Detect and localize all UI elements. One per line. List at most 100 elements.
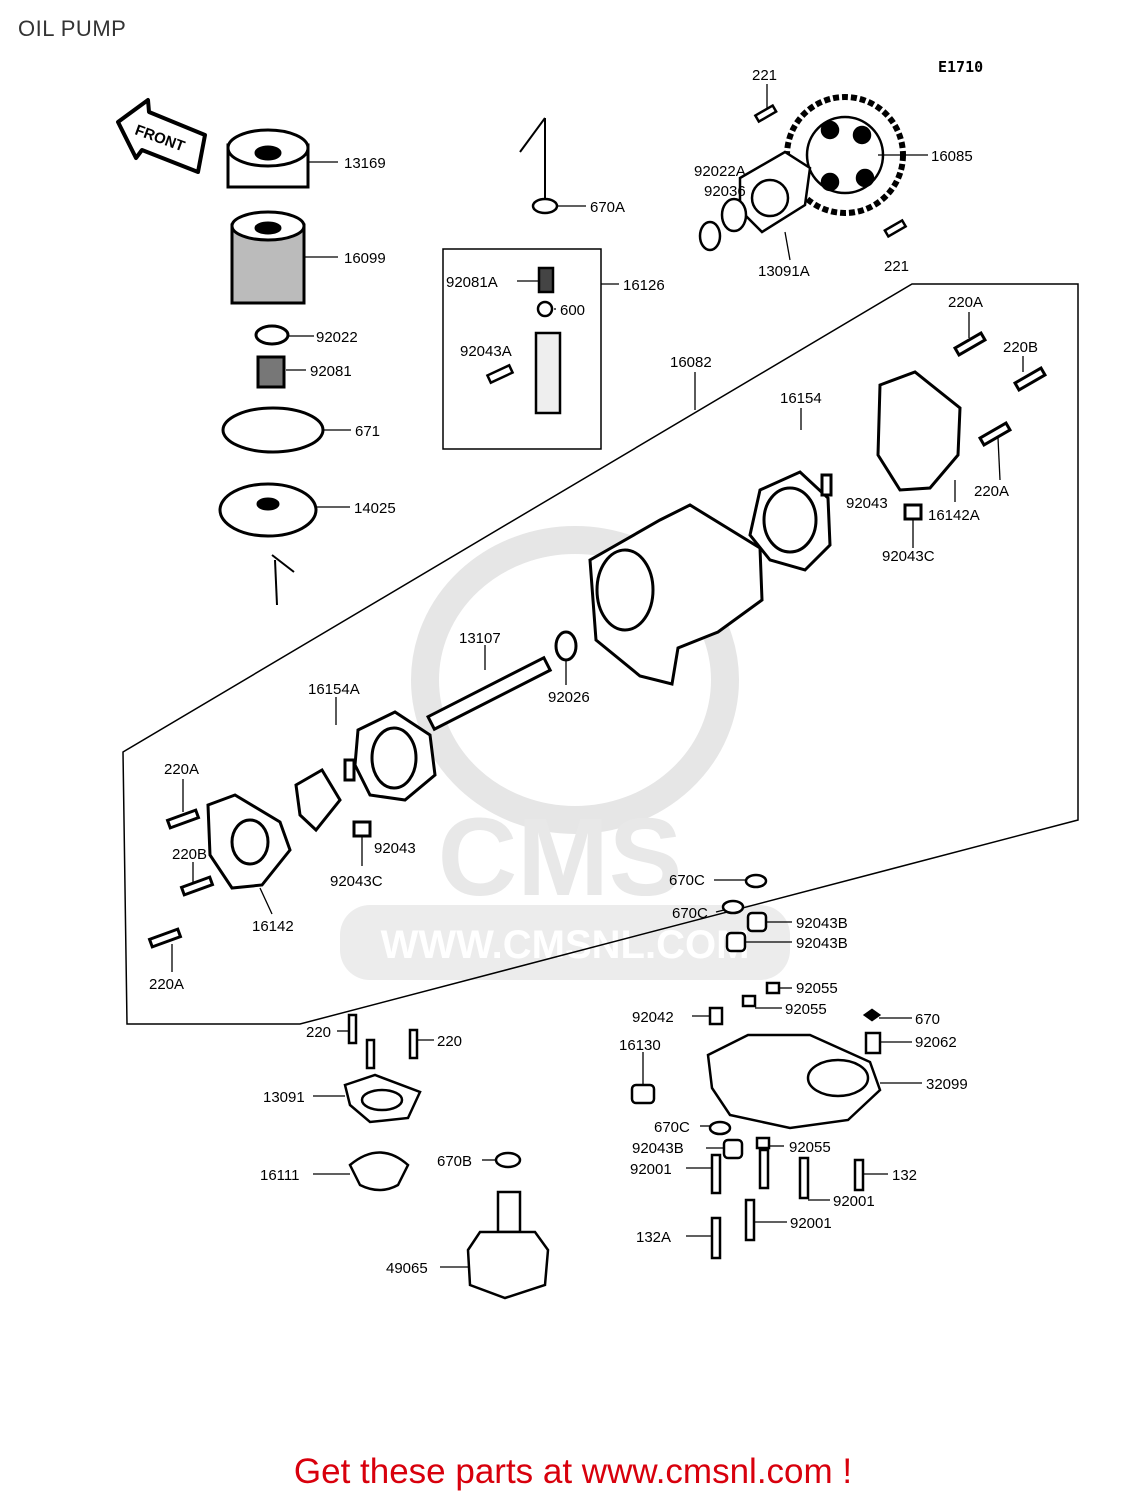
inner-rotor-16154A (294, 767, 342, 833)
watermark: CMS WWW.CMSNL.COM (340, 526, 790, 980)
washer-92022 (254, 324, 290, 346)
label-220A-leftbot: 220A (149, 976, 184, 993)
dowel-92043C-bot (352, 820, 372, 838)
label-14025: 14025 (354, 500, 396, 517)
label-670C-1: 670C (669, 872, 705, 889)
label-92055-1: 92055 (796, 980, 838, 997)
label-92043B-3: 92043B (632, 1140, 684, 1157)
label-92081: 92081 (310, 363, 352, 380)
washer-670A (531, 197, 559, 215)
front-arrow: FRONT (116, 98, 207, 174)
plate-13091-hole (360, 1088, 404, 1112)
lower-left-parts (343, 1013, 550, 1300)
label-32099: 32099 (926, 1076, 968, 1093)
bolt-220A-left (165, 808, 201, 830)
watermark-banner (340, 905, 790, 980)
fitting-16130 (630, 1083, 656, 1105)
filter-axis (271, 554, 295, 573)
label-132: 132 (892, 1167, 917, 1184)
label-92043-bot: 92043 (374, 840, 416, 857)
label-92042: 92042 (632, 1009, 674, 1026)
gear-hole-1 (820, 120, 840, 140)
pump-body-group (147, 330, 1048, 949)
strainer-16111 (348, 1151, 410, 1192)
label-16142A: 16142A (928, 507, 980, 524)
label-132A: 132A (636, 1229, 671, 1246)
label-221-bot: 221 (884, 258, 909, 275)
label-16111: 16111 (260, 1167, 300, 1184)
cover-16142-inner (230, 818, 270, 866)
label-220B-top: 220B (1003, 339, 1038, 356)
label-92026: 92026 (548, 689, 590, 706)
label-670C-2: 670C (672, 905, 708, 922)
bolt-92001-2 (758, 1148, 770, 1190)
label-49065: 49065 (386, 1260, 428, 1277)
pin-92043-top (820, 473, 833, 497)
dowel-92043C-top (903, 503, 923, 521)
lower-right-parts (630, 873, 882, 1260)
leader-lines (171, 84, 1024, 1268)
label-600: 600 (560, 302, 585, 319)
part-labels: 13169 16099 92022 92081 671 14025 670A 9… (149, 67, 1038, 1277)
filter-cover-inner (256, 497, 280, 511)
label-220A-left: 220A (164, 761, 199, 778)
filter-element-hole (254, 221, 282, 235)
footer-link[interactable]: Get these parts at www.cmsnl.com ! (293, 1452, 853, 1491)
oil-filter-group (218, 128, 325, 606)
bolt-220B-left (179, 875, 215, 897)
label-221-top: 221 (752, 67, 777, 84)
screw-221-top (753, 103, 778, 124)
label-92055-3: 92055 (789, 1139, 831, 1156)
screw-221-bot (883, 218, 908, 239)
filter-axis-2 (274, 559, 278, 606)
assembly-box (122, 283, 1079, 1025)
label-16082: 16082 (670, 354, 712, 371)
label-92001-1: 92001 (630, 1161, 672, 1178)
washer-670B (494, 1151, 522, 1169)
filter-cap-hole (254, 145, 282, 161)
label-92036: 92036 (704, 183, 746, 200)
pin-92042 (708, 1006, 724, 1026)
label-13107: 13107 (459, 630, 501, 647)
label-92043C-top: 92043C (882, 548, 935, 565)
spring-92081 (256, 355, 286, 389)
label-13091: 13091 (263, 1089, 305, 1106)
gear-bracket-boss (750, 178, 790, 218)
bolt-132 (853, 1158, 865, 1192)
bolt-92001-1 (710, 1153, 722, 1195)
bolt-220A-right (977, 420, 1013, 448)
pin-92043-bot (343, 758, 356, 782)
screw-220-r (408, 1028, 419, 1060)
dowel-92043B-2 (725, 931, 747, 953)
washer-92026 (554, 630, 578, 662)
watermark-mascot (411, 526, 739, 834)
pump-gear-group (698, 94, 908, 252)
label-92081A: 92081A (446, 274, 498, 291)
seal-92022A (720, 197, 748, 233)
bolt-92001-3 (798, 1156, 810, 1200)
label-16154A: 16154A (308, 681, 360, 698)
relief-axis-tip (519, 117, 546, 153)
label-13091A: 13091A (758, 263, 810, 280)
bolt-220A-leftbot (147, 927, 183, 949)
housing-32099-boss (806, 1058, 870, 1098)
pin-92043A (485, 363, 515, 385)
label-16154: 16154 (780, 390, 822, 407)
screw-220-l (347, 1013, 358, 1045)
label-92055-2: 92055 (785, 1001, 827, 1018)
spring-92081A (537, 266, 555, 294)
label-670A: 670A (590, 199, 625, 216)
label-16126: 16126 (623, 277, 665, 294)
label-670: 670 (915, 1011, 940, 1028)
o-ring-671 (221, 406, 325, 454)
label-16142: 16142 (252, 918, 294, 935)
label-92043A: 92043A (460, 343, 512, 360)
sensor-49065-body (466, 1230, 550, 1300)
circlip-92036 (698, 220, 722, 252)
label-670C-3: 670C (654, 1119, 690, 1136)
outer-rotor-a-inner (370, 726, 418, 790)
sensor-49065-stem (496, 1190, 522, 1234)
label-92043B-1: 92043B (796, 915, 848, 932)
washer-670C-2 (721, 899, 745, 915)
cover-16142A (876, 370, 962, 492)
